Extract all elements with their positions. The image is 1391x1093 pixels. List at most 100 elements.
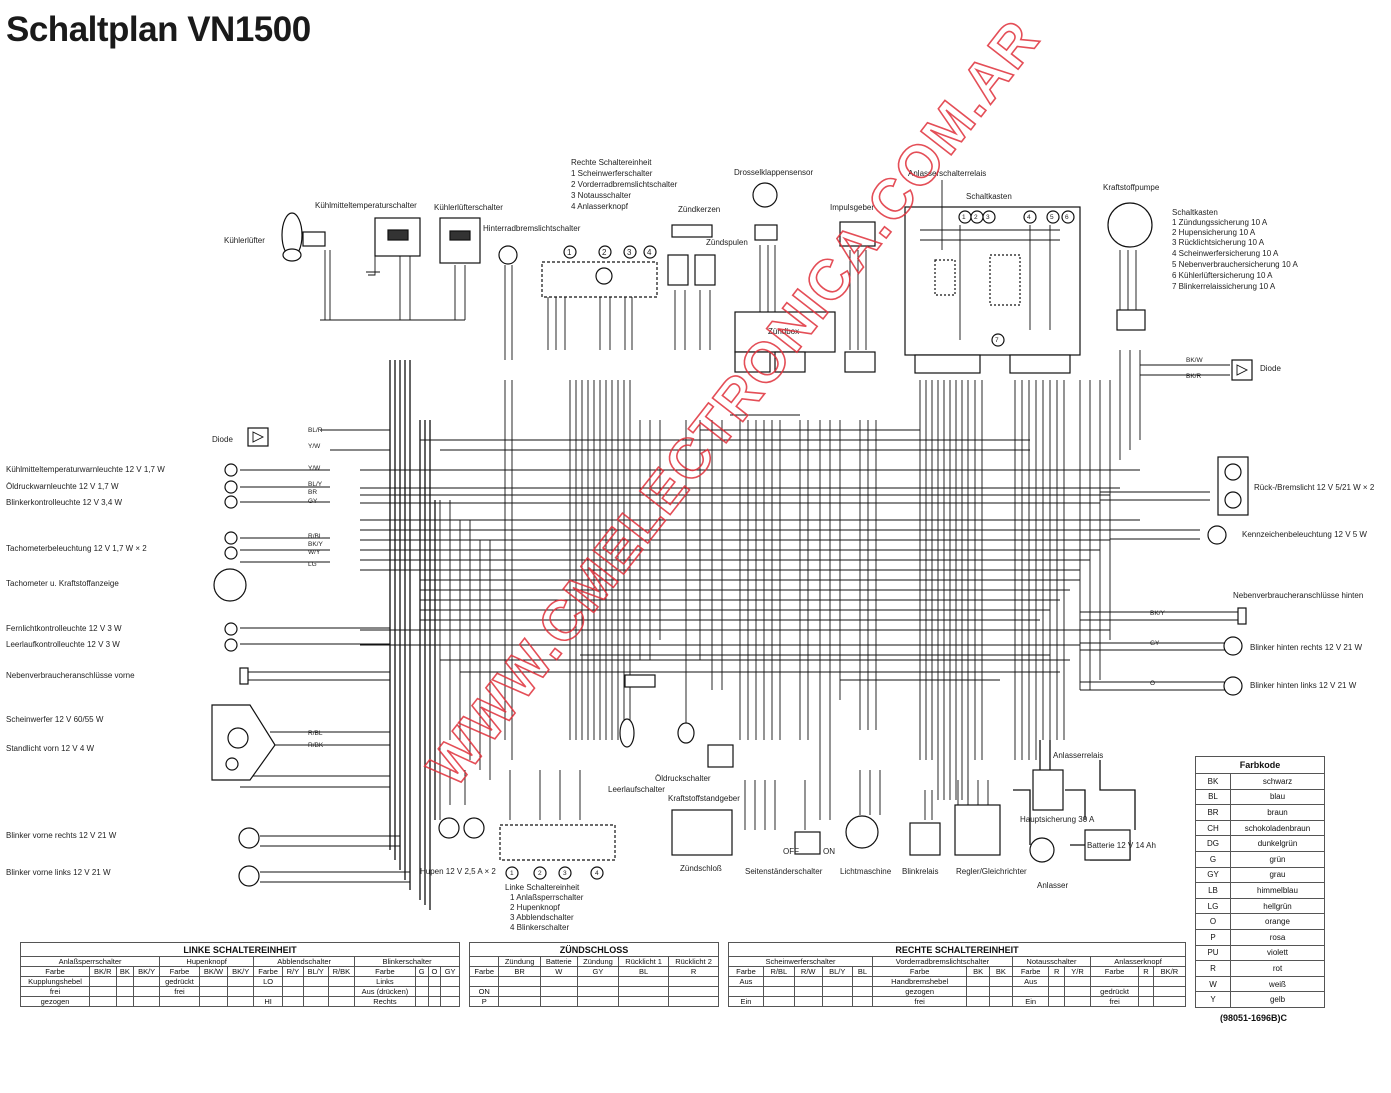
svg-text:3: 3 [563, 870, 567, 877]
schaltkasten-symbol: 1 2 3 4 5 6 7 [904, 180, 1081, 374]
table-row: frei frei Aus (drücken) [19, 986, 460, 997]
diode-right-symbol [1231, 359, 1253, 381]
fuse-item-6: 6 Kühlerlüftersicherung 10 A [1172, 271, 1273, 280]
fuse-item-7: 7 Blinkerrelaissicherung 10 A [1172, 282, 1276, 291]
label-fernlichtkontrolleuchte: Fernlichtkontrolleuchte 12 V 3 W [6, 624, 122, 633]
svg-text:BK/Y: BK/Y [1150, 610, 1165, 617]
svg-text:1: 1 [510, 870, 514, 877]
zuendbox-label: Zündbox [768, 327, 799, 336]
kuehlerlufterschalter-label: Kühlerlüfterschalter [434, 203, 503, 212]
kuehlerluefter-symbol [281, 212, 326, 262]
table-linke-group-1: Anlaßsperrschalter [19, 956, 161, 967]
label-regler: Regler/Gleichrichter [956, 867, 1027, 876]
label-leerlaufkontrolleuchte: Leerlaufkontrolleuchte 12 V 3 W [6, 640, 120, 649]
linke-title: Linke Schaltereinheit [505, 883, 580, 892]
table-rechte-title: RECHTE SCHALTEREINHEIT [728, 942, 1186, 957]
table-rechte-group-3: Notausschalter [1011, 956, 1092, 967]
table-row: ON [468, 986, 719, 997]
label-blinkerkontrolleuchte: Blinkerkontrolleuchte 12 V 3,4 W [6, 498, 123, 507]
svg-text:1: 1 [567, 248, 572, 257]
label-blinker-vorne-links: Blinker vorne links 12 V 21 W [6, 868, 111, 877]
right-lamps [1207, 456, 1249, 696]
table-zuendschloss-title: ZÜNDSCHLOSS [469, 942, 719, 957]
linke-item-1: 1 Anlaßsperrschalter [510, 893, 584, 902]
table-linke-group-3: Abblendschalter [253, 956, 356, 967]
table-row [468, 976, 719, 987]
table-row: Aus Handbremshebel Aus [728, 976, 1187, 987]
table-header-row: Farbe BK/R BK BK/Y Farbe BK/W BK/Y Farbe… [19, 966, 460, 977]
wire-code-labels: BL/R Y/W Y/W BL/Y BR GY R/BL BK/Y W/Y LG… [308, 357, 1203, 749]
label-oeldruckschalter: Öldruckschalter [655, 774, 711, 783]
kuehlerlufterschalter-symbol [439, 217, 481, 264]
table-rechte-group-1: Scheinwerferschalter [728, 956, 873, 967]
zuendbox-symbol [734, 311, 876, 373]
label-hauptsicherung: Hauptsicherung 30 A [1020, 815, 1095, 824]
diode-right-label: Diode [1260, 364, 1281, 373]
svg-text:4: 4 [1027, 214, 1031, 221]
table-rechte-group-4: Anlasserknopf [1090, 956, 1186, 967]
label-nebenverbraucher-hinten: Nebenverbraucheranschlüsse hinten [1233, 591, 1363, 600]
hinterradbremslichtschalter-label: Hinterradbremslichtschalter [483, 224, 581, 233]
svg-text:R/BL: R/BL [308, 533, 323, 540]
label-oeldruckwarnleuchte: Öldruckwarnleuchte 12 V 1,7 W [6, 482, 119, 491]
kuehlerluefter-label: Kühlerlüfter [224, 236, 265, 245]
table-row: Kupplungshebel gedrückt LO Links [19, 976, 460, 987]
label-seitenstaenderschalter: Seitenständerschalter [745, 867, 823, 876]
svg-text:Y/W: Y/W [308, 465, 321, 472]
label-standlicht: Standlicht vorn 12 V 4 W [6, 744, 94, 753]
svg-text:BK/R: BK/R [1186, 373, 1201, 380]
fuse-item-3: 3 Rücklichtsicherung 10 A [1172, 238, 1265, 247]
label-blinkrelais: Blinkrelais [902, 867, 938, 876]
table-row: Ein frei Ein frei [728, 996, 1187, 1007]
table-linke-schaltereinheit: LINKE SCHALTEREINHEIT Anlaßsperrschalter… [19, 942, 460, 1007]
label-kuehlmitteltemperaturwarnleuchte: Kühlmitteltemperaturwarnleuchte 12 V 1,7… [6, 465, 165, 474]
label-blinker-hinten-links: Blinker hinten links 12 V 21 W [1250, 681, 1357, 690]
svg-text:BK/Y: BK/Y [308, 541, 323, 548]
svg-text:2: 2 [602, 248, 607, 257]
label-batterie: Batterie 12 V 14 Ah [1087, 841, 1156, 850]
label-scheinwerfer: Scheinwerfer 12 V 60/55 W [6, 715, 104, 724]
rechte-schaltereinheit-symbol: 1 2 3 4 [541, 245, 658, 298]
label-anlasserrelais: Anlasserrelais [1053, 751, 1103, 760]
rechte-item-3: 3 Notausschalter [571, 191, 631, 200]
document-number: (98051-1696B)C [1220, 1013, 1288, 1023]
zuendspulen-label: Zündspulen [706, 238, 748, 247]
anlasserschalterrelais-label: Anlasserschalterrelais [908, 169, 986, 178]
table-row: P [468, 996, 719, 1007]
svg-text:Y/W: Y/W [308, 443, 321, 450]
svg-text:R/BK: R/BK [308, 742, 324, 749]
drosselklappensensor-label: Drosselklappensensor [734, 168, 813, 177]
svg-text:6: 6 [1065, 214, 1069, 221]
rechte-item-4: 4 Anlasserknopf [571, 202, 629, 211]
linke-item-2: 2 Hupenknopf [510, 903, 561, 912]
svg-text:3: 3 [986, 214, 990, 221]
fuse-item-2: 2 Hupensicherung 10 A [1172, 228, 1256, 237]
fuse-item-1: 1 Zündungssicherung 10 A [1172, 218, 1268, 227]
svg-text:GY: GY [308, 498, 318, 505]
svg-text:7: 7 [995, 337, 999, 344]
table-row: gezogen gedrückt [728, 986, 1187, 997]
kuehlmitteltemperaturschalter-symbol [366, 217, 421, 276]
label-anlasser: Anlasser [1037, 881, 1068, 890]
rechte-item-1: 1 Scheinwerferschalter [571, 169, 653, 178]
table-linke-title: LINKE SCHALTEREINHEIT [20, 942, 460, 957]
kuehlmitteltemperaturschalter-label: Kühlmitteltemperaturschalter [315, 201, 417, 210]
table-linke-group-2: Hupenknopf [159, 956, 255, 967]
label-kennzeichenbeleuchtung: Kennzeichenbeleuchtung 12 V 5 W [1242, 530, 1367, 539]
diode-left-label: Diode [212, 435, 233, 444]
impulsgeber-symbol [839, 221, 876, 247]
page-title: Schaltplan VN1500 [6, 10, 311, 49]
svg-text:R/BL: R/BL [308, 730, 323, 737]
svg-text:O: O [1150, 680, 1155, 687]
